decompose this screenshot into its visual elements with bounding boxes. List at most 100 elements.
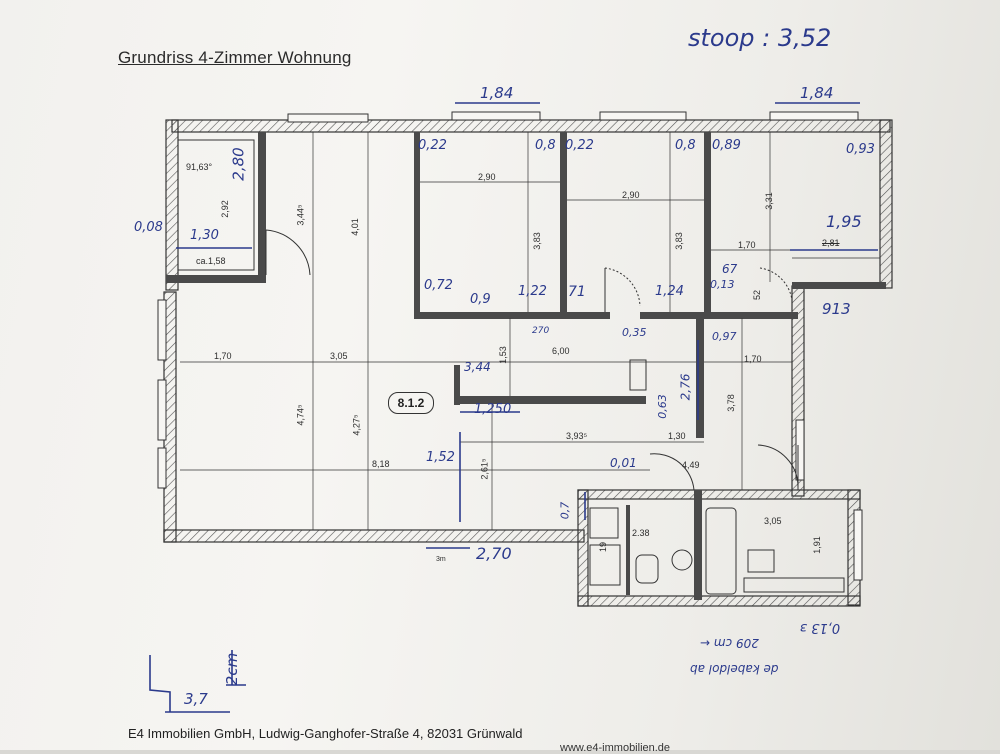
handwritten-71: 71 (568, 284, 586, 300)
handwritten-089: 0,89 (712, 138, 741, 153)
handwritten-093: 0,93 (846, 142, 875, 157)
printed-401: 4,01 (349, 218, 360, 236)
printed-305-bath: 3,05 (764, 516, 782, 526)
handwritten-276: 2,76 (678, 373, 693, 401)
printed-170-top: 1,70 (738, 240, 756, 250)
handwritten-184-a: 1,84 (480, 84, 514, 102)
footer-website: www.e4-immobilien.de (560, 742, 671, 754)
unit-number-tag: 8.1.2 (388, 392, 434, 414)
handwritten-arrows (149, 102, 878, 713)
printed-153: 1,53 (497, 346, 508, 364)
handwritten-130: 1,30 (190, 228, 219, 243)
handwritten-344: 3,44 (464, 360, 491, 374)
page-title: Grundriss 4-Zimmer Wohnung (118, 48, 352, 67)
footer-company: E4 Immobilien GmbH, Ludwig-Ganghofer-Str… (128, 726, 523, 741)
handwritten-124: 1,24 (655, 284, 684, 299)
handwritten-270: 2,70 (476, 544, 512, 563)
handwritten-2cm: 2cm (223, 652, 242, 686)
closet-fixture (177, 139, 647, 391)
dimension-lines (180, 132, 880, 530)
wall-bottom-left (163, 529, 585, 543)
handwritten-913: 913 (822, 300, 851, 318)
interior-walls (166, 132, 886, 600)
wall-bath-mid (694, 490, 702, 600)
handwritten-035: 0,35 (622, 326, 647, 339)
wall-left-upper (165, 119, 179, 291)
printed-170-right: 1,70 (744, 354, 762, 364)
handwritten-stoop: stoop : 3,52 (688, 24, 832, 52)
handwritten-1250: 1,250 (474, 402, 512, 417)
wall-room1-bottom (414, 312, 509, 319)
printed-170-left: 1,70 (214, 351, 232, 361)
handwritten-195: 1,95 (826, 212, 862, 231)
wall-room2-bottom (500, 312, 610, 319)
wall-room23 (704, 132, 711, 317)
wall-bath-top (577, 489, 861, 500)
wall-right-upper (879, 119, 893, 289)
printed-383-a: 3,83 (531, 232, 542, 250)
wall-wc-mid (626, 505, 630, 595)
handwritten-097: 0,97 (712, 330, 737, 343)
handwritten-08-a: 0,8 (535, 138, 556, 153)
bath-fixtures (589, 507, 845, 595)
handwritten-37: 3,7 (184, 690, 208, 708)
wall-center-h (456, 396, 646, 404)
wall-center-v (454, 365, 460, 405)
handwritten-022-b: 0,22 (565, 138, 594, 153)
printed-130: 1,30 (668, 431, 686, 441)
printed-427: 4,27⁵ (351, 414, 362, 436)
printed-238: 2.38 (632, 528, 650, 538)
wall-closet-right (258, 132, 266, 282)
printed-3m: 3m (436, 556, 446, 563)
handwritten-note-2: 209 cm ← (700, 636, 759, 650)
printed-angle: 91,63° (186, 162, 213, 172)
printed-281: 2,81 (822, 238, 840, 248)
wall-corridor-vert (696, 318, 704, 438)
printed-818: 8,18 (372, 459, 390, 469)
printed-261: 2,61⁵ (479, 458, 490, 480)
printed-344: 3,44⁵ (295, 204, 306, 226)
handwritten-184-b: 1,84 (800, 84, 834, 102)
printed-378: 3,78 (725, 394, 736, 412)
handwritten-008: 0,08 (134, 220, 163, 235)
handwritten-67: 67 (722, 262, 738, 276)
printed-52: 52 (752, 289, 763, 301)
printed-158: ca.1,58 (196, 256, 226, 266)
printed-474: 4,74⁵ (295, 404, 306, 426)
printed-290-a: 2,90 (478, 172, 496, 182)
handwritten-022-a: 0,22 (418, 138, 447, 153)
printed-292: 2,92 (219, 200, 230, 218)
handwritten-063: 0,63 (655, 394, 669, 419)
printed-191: 1,91 (811, 536, 822, 554)
printed-19: 19 (598, 541, 609, 553)
handwritten-07: 0,7 (558, 501, 572, 520)
handwritten-09: 0,9 (470, 292, 491, 307)
handwritten-122: 1,22 (518, 284, 547, 299)
handwritten-note-1: 0,13 ɜ (800, 620, 841, 635)
handwritten-270-small: 270 (532, 326, 550, 336)
wall-room12 (560, 132, 567, 317)
wall-room3-bottom (640, 312, 798, 319)
printed-383-b: 3,83 (673, 232, 684, 250)
handwritten-note-3: de kabeldol ab (690, 662, 779, 676)
handwritten-013: 0,13 (710, 278, 735, 291)
printed-600: 6,00 (552, 346, 570, 356)
handwritten-072: 0,72 (424, 278, 453, 293)
handwritten-08-b: 0,8 (675, 138, 696, 153)
windows (157, 111, 863, 581)
wall-bottom-right (577, 595, 861, 607)
printed-393: 3,93⁵ (566, 431, 588, 441)
doors (265, 229, 799, 491)
wall-top (171, 119, 891, 133)
wall-closet-bottom (166, 275, 266, 283)
handwritten-001: 0,01 (610, 456, 637, 470)
printed-305: 3,05 (330, 351, 348, 361)
wall-room4-bottom (792, 282, 886, 289)
wall-room1-left (414, 132, 420, 317)
printed-331: 3,31 (763, 192, 774, 210)
handwritten-280: 2,80 (229, 147, 248, 181)
printed-449: 4,49 (682, 460, 700, 470)
printed-290-b: 2,90 (622, 190, 640, 200)
handwritten-152: 1,52 (426, 450, 455, 465)
